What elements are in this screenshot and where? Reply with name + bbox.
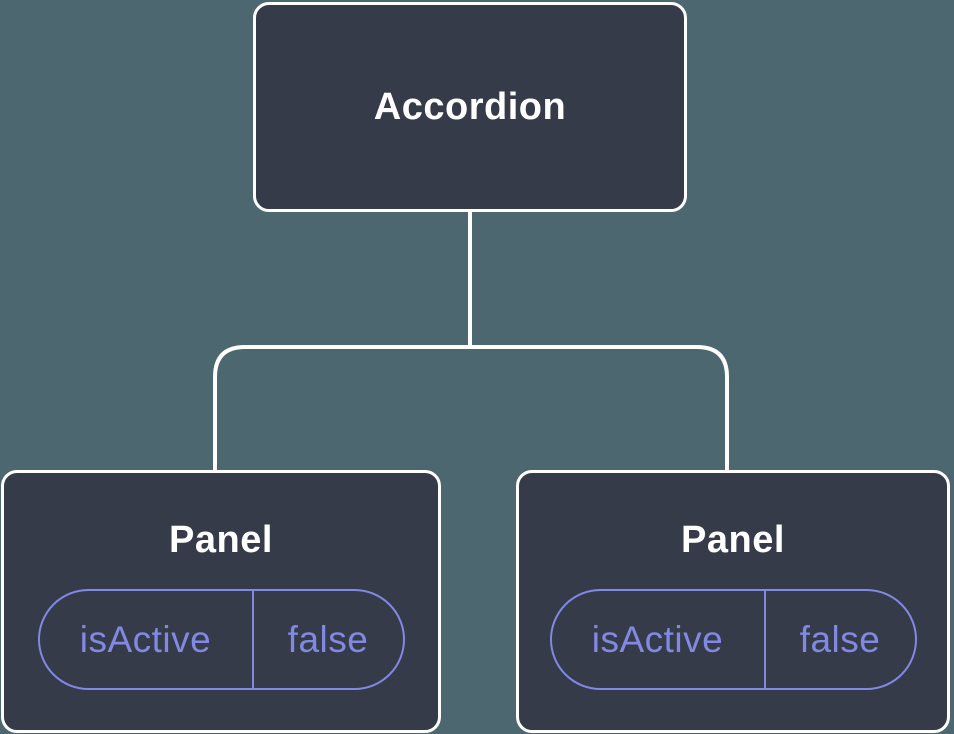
prop-pill: isActive false [549,589,917,690]
connector-bracket [213,345,729,470]
node-panel-1-label: Panel [169,519,273,561]
node-panel-2-label: Panel [681,519,785,561]
node-accordion: Accordion [253,2,687,212]
prop-value: false [251,591,403,688]
node-accordion-label: Accordion [373,85,567,128]
node-panel-2: Panel isActive false [516,470,950,733]
prop-pill: isActive false [37,589,405,690]
prop-value: false [763,591,915,688]
prop-name: isActive [591,618,724,660]
node-panel-1: Panel isActive false [1,470,441,733]
prop-name: isActive [79,618,212,660]
